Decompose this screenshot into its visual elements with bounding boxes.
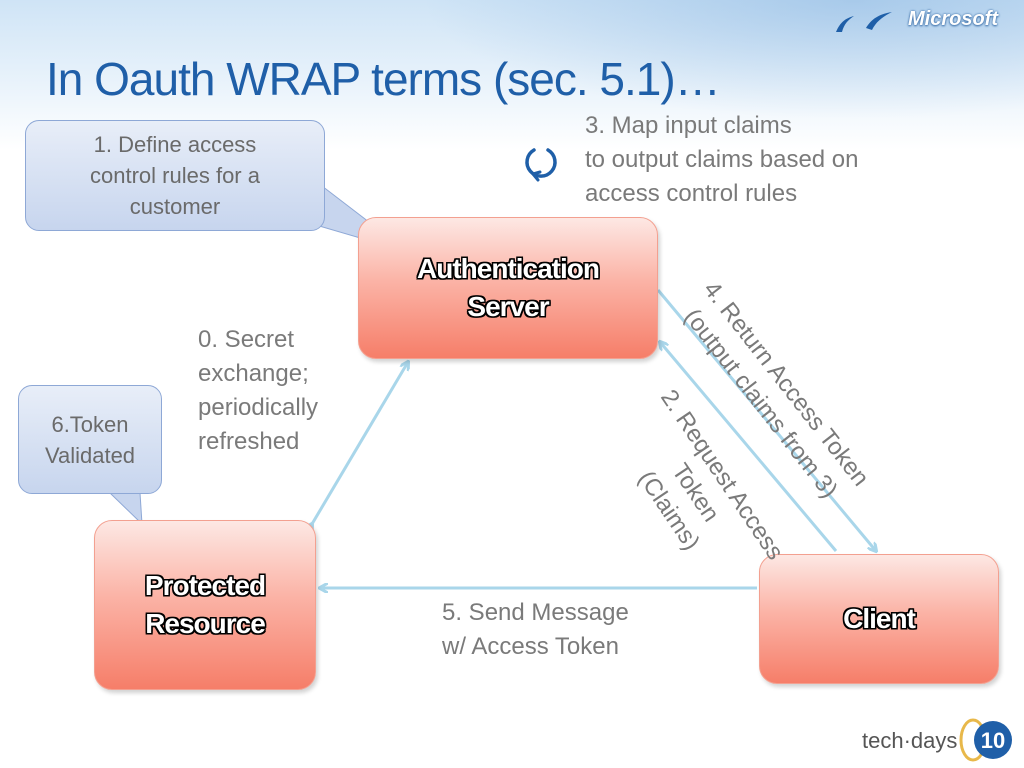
callout-line: 6.Token xyxy=(51,411,129,437)
node-label: Authentication xyxy=(417,253,600,284)
secret-exchange-arrow xyxy=(312,362,408,524)
techdays-number: 10 xyxy=(981,728,1005,753)
label-line: 3. Map input claims xyxy=(585,112,792,139)
callout-line: control rules for a xyxy=(90,163,260,188)
return-token-arrow xyxy=(656,289,876,551)
microsoft-birds-icon xyxy=(836,12,892,32)
callout-define-rules: 1. Define access control rules for a cus… xyxy=(25,120,325,231)
callout-token-validated: 6.Token Validated xyxy=(18,385,162,494)
label-line: exchange; xyxy=(198,360,309,387)
node-label: Server xyxy=(467,291,549,322)
header-swoosh xyxy=(420,0,1024,120)
request-token-arrow xyxy=(660,342,838,552)
callout-line: 1. Define access xyxy=(93,132,257,157)
callout-line: customer xyxy=(129,194,221,219)
label-line: periodically xyxy=(198,394,319,421)
label-map-claims: 3. Map input claims to output claims bas… xyxy=(585,109,859,211)
techdays-logo-text: tech·days xyxy=(862,728,958,753)
label-line: w/ Access Token xyxy=(442,633,619,660)
microsoft-logo: Microsoft xyxy=(908,8,998,30)
refresh-icon xyxy=(525,148,557,182)
techdays-badge-icon: 10 xyxy=(959,718,1012,762)
node-authentication-server: Authentication Server xyxy=(358,217,658,359)
label-line: to output claims based on xyxy=(585,146,859,173)
node-label: Resource xyxy=(145,608,266,639)
callout-line: Validated xyxy=(44,442,136,468)
slide-title: In Oauth WRAP terms (sec. 5.1)… xyxy=(46,53,721,105)
label-line: refreshed xyxy=(198,428,300,455)
node-protected-resource: Protected Resource xyxy=(94,520,316,690)
label-line: 5. Send Message xyxy=(442,599,629,626)
label-line: access control rules xyxy=(585,180,798,207)
label-line: 0. Secret xyxy=(198,326,295,353)
node-label: Client xyxy=(843,603,916,634)
label-secret-exchange: 0. Secret exchange; periodically refresh… xyxy=(198,323,318,459)
node-client: Client xyxy=(759,554,999,684)
label-send-message: 5. Send Message w/ Access Token xyxy=(442,596,629,664)
node-label: Protected xyxy=(144,570,266,601)
